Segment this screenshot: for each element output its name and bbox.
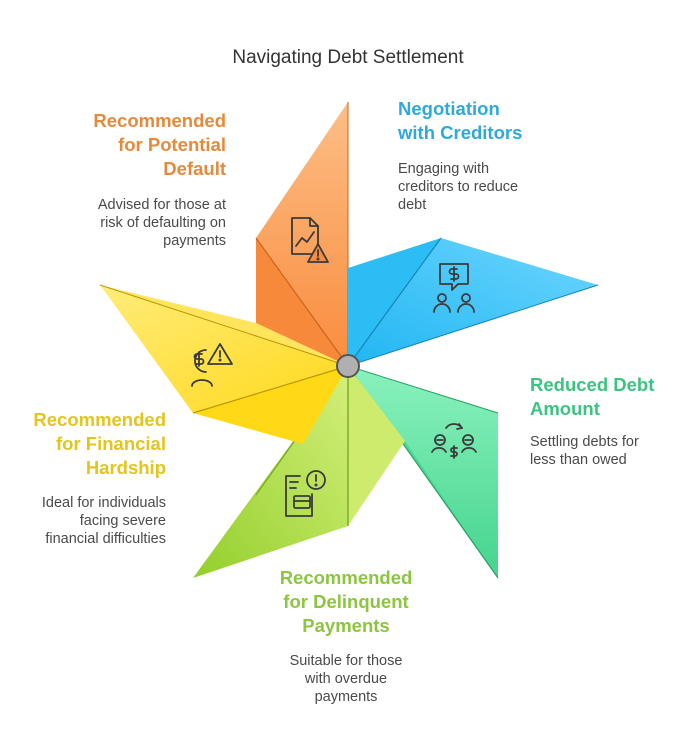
heading-potential-default: Recommended for Potential Default bbox=[93, 110, 226, 179]
desc-reduced-debt: Settling debts for less than owed bbox=[530, 434, 639, 468]
heading-hardship: Recommended for Financial Hardship bbox=[33, 409, 166, 478]
diagram-title: Navigating Debt Settlement bbox=[232, 47, 464, 68]
desc-hardship: Ideal for individuals facing severe fina… bbox=[41, 495, 166, 547]
heading-negotiation: Negotiation with Creditors bbox=[398, 98, 523, 143]
hardship-icon bbox=[191, 343, 233, 387]
desc-potential-default: Advised for those at risk of defaulting … bbox=[97, 197, 226, 249]
chart-warning-icon bbox=[291, 217, 329, 263]
negotiation-icon bbox=[433, 263, 475, 313]
blade-potential-default bbox=[255, 102, 349, 367]
blade-negotiation bbox=[347, 237, 599, 367]
desc-negotiation: Engaging with creditors to reduce debt bbox=[398, 161, 519, 213]
desc-delinquent: Suitable for those with overdue payments bbox=[289, 653, 403, 705]
coin-exchange-icon bbox=[431, 423, 477, 459]
center-pin bbox=[336, 354, 360, 378]
heading-reduced-debt: Reduced Debt Amount bbox=[530, 374, 655, 419]
heading-delinquent: Recommended for Delinquent Payments bbox=[279, 567, 413, 636]
overdue-card-icon bbox=[285, 470, 326, 517]
